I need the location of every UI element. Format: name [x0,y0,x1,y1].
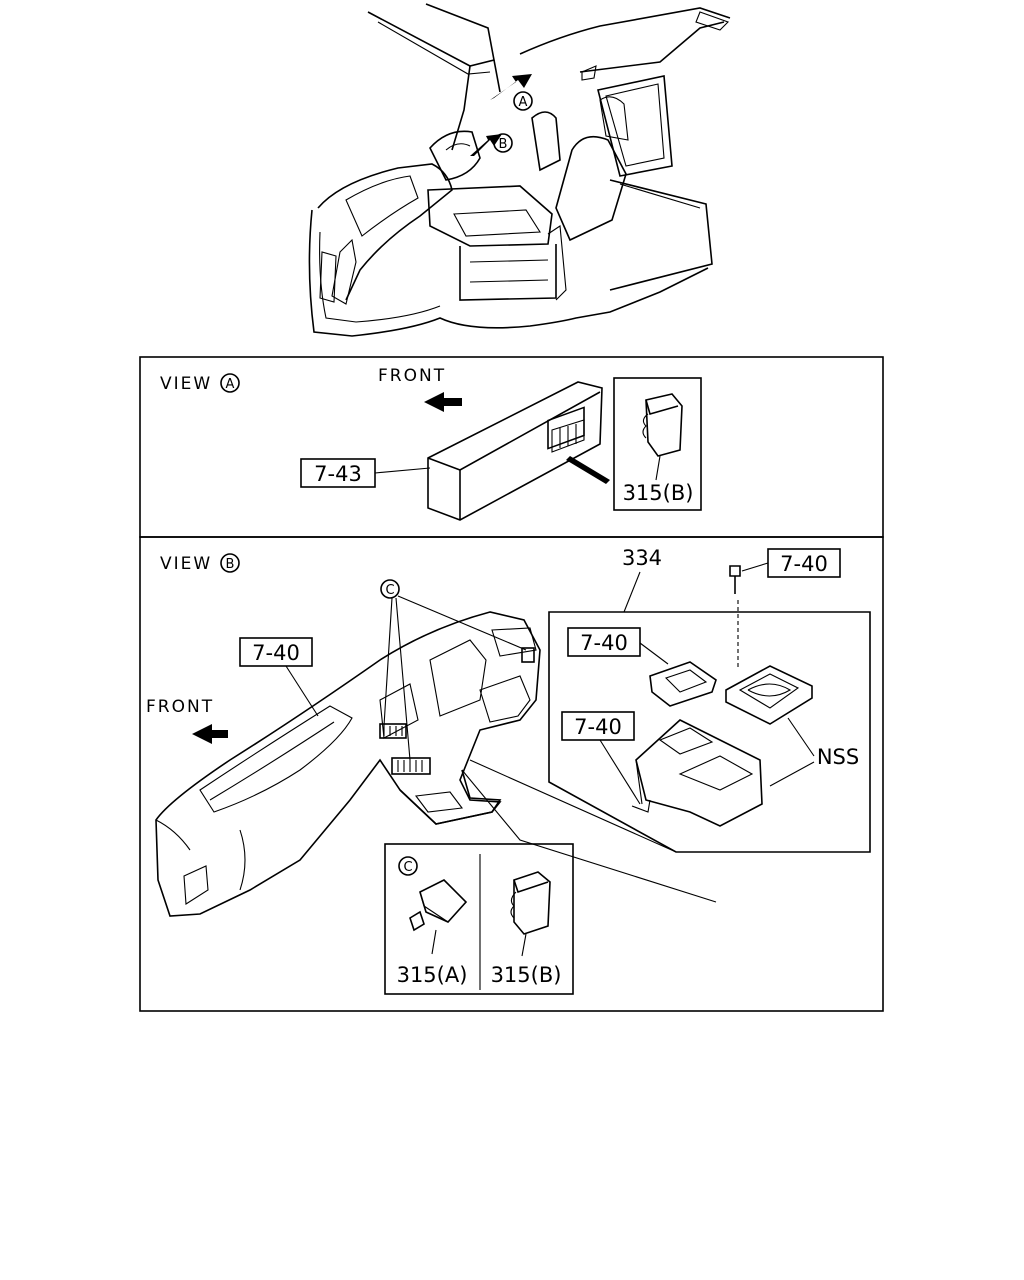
inset-connector-315b: 315(B) [613,377,702,511]
label-7-43: 7-43 [300,458,431,488]
overhead-console-unit [427,381,610,521]
svg-text:7-40: 7-40 [580,631,628,655]
console-334-box: 334 [548,546,871,853]
svg-text:7-40: 7-40 [252,641,300,665]
svg-text:7-40: 7-40 [780,552,828,576]
svg-text:315(B): 315(B) [623,481,694,505]
view-a-heading: VIEW A [160,373,240,394]
label-7-40-console: 7-40 [561,711,641,805]
callout-c: C [380,579,527,761]
svg-text:VIEW: VIEW [160,554,212,574]
front-arrow-icon [192,724,228,744]
cab-interior-overview: A B [308,3,731,337]
label-7-40-lid: 7-40 [567,627,669,665]
view-b-heading: VIEW B [160,553,240,574]
inset-c: C 315(A) 315(B) [384,843,574,995]
svg-text:VIEW: VIEW [160,374,212,394]
svg-text:C: C [385,583,394,598]
connector-315b-c: 315(B) [491,871,562,987]
console-body [631,719,763,827]
svg-text:334: 334 [622,546,662,570]
svg-text:315(A): 315(A) [397,963,468,987]
console-frame [725,665,813,725]
svg-text:315(B): 315(B) [491,963,562,987]
label-7-40-dash: 7-40 [239,637,319,717]
front-indicator-a: FRONT [378,366,462,412]
svg-text:C: C [403,860,412,875]
bolt [729,565,741,668]
label-nss: NSS [769,717,859,787]
svg-text:B: B [499,137,508,152]
svg-text:FRONT: FRONT [378,366,446,386]
svg-text:FRONT: FRONT [146,697,214,717]
front-indicator-b: FRONT [146,697,228,744]
console-lid [649,661,717,707]
callout-b: B [493,133,513,153]
view-b-panel: VIEW B FRONT [139,536,884,1012]
svg-text:7-43: 7-43 [314,462,362,486]
callout-a: A [513,91,533,111]
svg-text:NSS: NSS [817,745,859,769]
connector-315a: 315(A) [397,879,468,987]
svg-text:A: A [519,95,528,110]
svg-text:A: A [226,377,235,392]
svg-text:B: B [226,557,235,572]
label-7-40-bolt: 7-40 [741,548,841,578]
svg-text:7-40: 7-40 [574,715,622,739]
view-a-panel: VIEW A FRONT 7-43 [139,356,884,538]
front-arrow-icon [424,392,462,412]
